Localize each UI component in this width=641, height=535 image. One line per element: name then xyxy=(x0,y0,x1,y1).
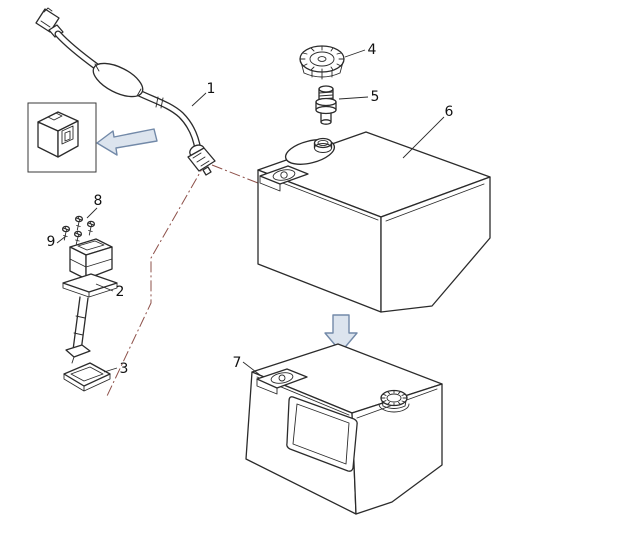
pickup-tube xyxy=(72,296,89,352)
pickup-foot xyxy=(65,344,91,358)
screw xyxy=(73,230,83,245)
callout-labels: 1 2 3 4 5 6 7 8 9 xyxy=(47,42,454,377)
filler-boss xyxy=(284,137,336,165)
callout-7: 7 xyxy=(233,355,242,371)
hose-plug xyxy=(35,8,60,33)
fuel-line xyxy=(35,7,216,176)
callout-9: 9 xyxy=(47,234,56,250)
fuel-pickup-assembly xyxy=(62,238,118,364)
callout-6: 6 xyxy=(445,104,454,120)
callout-5: 5 xyxy=(371,89,380,105)
callout-4: 4 xyxy=(368,42,377,58)
fuel-cap xyxy=(299,45,345,80)
leader-lines xyxy=(56,49,445,376)
cap-on-tank xyxy=(378,389,410,413)
gauge-port-pad-lower xyxy=(256,368,308,395)
screw xyxy=(61,225,71,241)
gasket xyxy=(63,362,111,392)
screw xyxy=(74,215,84,231)
handle-recess xyxy=(286,396,358,472)
callout-2: 2 xyxy=(116,284,125,300)
callout-3: 3 xyxy=(120,361,129,377)
callout-8: 8 xyxy=(94,193,103,209)
detail-pointer-arrow-icon xyxy=(96,128,158,156)
gauge-port-pad xyxy=(259,165,309,192)
screw xyxy=(86,220,96,236)
hose-end-connector xyxy=(187,144,216,176)
mounting-screws xyxy=(61,215,96,245)
assembly-down-arrow-icon xyxy=(324,314,358,353)
callout-1: 1 xyxy=(207,81,216,97)
fuel-tank-upper xyxy=(257,131,491,313)
connector-detail-inset xyxy=(27,102,97,173)
fuel-tank-lower xyxy=(245,343,443,515)
filler-fitting xyxy=(315,85,337,125)
phantom-alignment-lines xyxy=(106,161,259,397)
primer-bulb xyxy=(92,62,144,98)
